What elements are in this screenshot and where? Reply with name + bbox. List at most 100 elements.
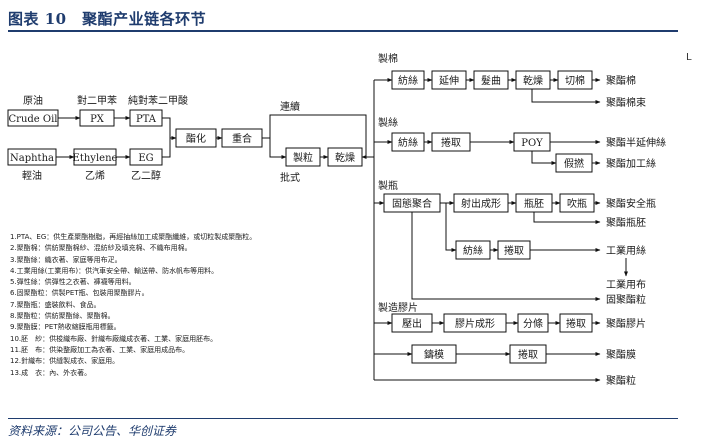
cast-text: 鑄模: [424, 348, 444, 361]
ind-spin-text: 紡絲: [463, 244, 483, 257]
box-crude-oil: [7, 109, 59, 127]
note-item: 7.聚酯瓶：盛裝飲料、食品。: [10, 300, 101, 309]
box-staple-cut: [557, 70, 593, 90]
figure-header: 图表 10 聚酯产业链各环节: [8, 2, 704, 32]
fil-spin-text: 紡絲: [398, 136, 418, 149]
box-ind-wind: [497, 240, 531, 260]
box-preform: [515, 193, 553, 213]
crude-oil-label: 原油: [23, 94, 43, 107]
box-slit: [517, 313, 549, 333]
box-false-twist: [555, 153, 593, 173]
ind-wind-text: 捲取: [504, 244, 524, 257]
poy-text: POY: [521, 138, 543, 149]
box-staple-draw: [431, 70, 467, 90]
false-twist-text: 假撚: [564, 157, 584, 170]
note-item: 13.成 衣：內、外衣著。: [10, 368, 92, 377]
crude-oil-text: Crude Oil: [9, 114, 58, 125]
staple-dry-text: 乾燥: [523, 74, 543, 87]
box-staple-dry: [515, 70, 551, 90]
dry-text: 乾燥: [335, 151, 355, 164]
pta-text: PTA: [136, 114, 157, 125]
note-item: 5.彈性絲：供彈性之衣著、褲襪等用料。: [10, 278, 136, 287]
box-chip: [285, 147, 321, 167]
polymerize-text: 重合: [232, 132, 252, 145]
staple-spin-text: 紡絲: [398, 74, 418, 87]
staple-draw-text: 延伸: [439, 75, 459, 87]
px-label: 對二甲苯: [77, 94, 117, 107]
fil-wind-text: 捲取: [441, 136, 461, 149]
pta-label: 純對苯二甲酸: [128, 94, 188, 107]
bottle-out1: 聚酯安全瓶: [606, 197, 656, 210]
note-item: 10.胚 紗：供梭織布廠、針織布廠織成衣著、工業、家庭用胚布。: [10, 334, 218, 343]
staple-out1: 聚酯棉: [606, 74, 636, 87]
box-staple-spin: [391, 70, 425, 90]
membrane-out: 聚酯膜: [606, 349, 636, 361]
bottle-label: 製瓶: [378, 179, 398, 192]
header-rule: [8, 30, 678, 32]
figure-title: 图表 10 聚酯产业链各环节: [8, 10, 207, 28]
filament-out1: 聚酯半延伸絲: [606, 136, 666, 149]
source-note: 资料来源：公司公告、华创证券: [8, 424, 177, 438]
note-item: 6.固聚酯粒：供製PET瓶、包裝用聚酯膠片。: [10, 289, 149, 298]
box-injection: [453, 193, 509, 213]
naphtha-label: 輕油: [22, 169, 42, 182]
sheet-form-text: 膠片成形: [455, 317, 495, 330]
note-item: 11.胚 布：供染整廠加工為衣著、工業、家庭用成品布。: [10, 345, 190, 354]
staple-cut-text: 切棉: [565, 74, 585, 87]
industrial-out2: 工業用布: [606, 278, 646, 291]
box-poy: [513, 132, 551, 152]
staple-crimp-text: 髮曲: [481, 75, 501, 87]
box-fil-spin: [391, 132, 425, 152]
batch-label: 批式: [280, 171, 300, 184]
box-ethylene: [73, 148, 117, 166]
continuous-label: 連續: [280, 100, 300, 113]
film-label: 製造膠片: [378, 301, 418, 314]
note-item: 12.針織布：供縫製成衣、家庭用。: [10, 357, 120, 366]
box-esterify: [175, 128, 217, 148]
eg-text: EG: [138, 153, 153, 164]
solid-chip-out: 固聚酯粒: [606, 293, 646, 306]
box-staple-crimp: [473, 70, 509, 90]
industrial-out1: 工業用絲: [606, 244, 646, 257]
blow-text: 吹瓶: [567, 197, 587, 210]
px-text: PX: [90, 114, 105, 125]
staple-out2: 聚酯棉束: [606, 96, 646, 109]
ssp-text: 固態聚合: [392, 197, 432, 210]
filament-label: 製絲: [378, 116, 398, 129]
mem-wind-text: 捲取: [518, 348, 538, 361]
side-mark: L: [686, 52, 692, 63]
box-pta: [129, 109, 163, 127]
box-polymerize: [221, 128, 263, 148]
film-out: 聚酯膠片: [606, 317, 646, 330]
filament-out2: 聚酯加工絲: [606, 157, 656, 170]
pellet-out: 聚酯粒: [606, 374, 636, 387]
note-item: 2.聚酯棉：供紡聚酯棉紗、混紡紗及填充棉、不織布用棉。: [10, 244, 192, 253]
box-sheet-form: [443, 313, 507, 333]
staple-label: 製棉: [378, 52, 398, 65]
box-cast: [411, 344, 457, 364]
box-naphtha: [7, 148, 57, 166]
preform-text: 瓶胚: [524, 197, 544, 210]
bottle-out2: 聚酯瓶胚: [606, 216, 646, 229]
box-ind-spin: [455, 240, 491, 260]
box-film-wind: [559, 313, 593, 333]
box-fil-wind: [431, 132, 471, 152]
box-extrude: [391, 313, 433, 333]
notes-list: 1.PTA、EG：供生產聚酯樹脂，再經抽絲加工成聚酯纖維，或切粒製成聚酯粒。 2…: [10, 232, 256, 379]
note-item: 1.PTA、EG：供生產聚酯樹脂，再經抽絲加工成聚酯纖維，或切粒製成聚酯粒。: [10, 233, 257, 241]
box-ssp: [383, 193, 441, 213]
ethylene-text: Ethylene: [73, 153, 118, 164]
box-dry: [327, 147, 363, 167]
injection-text: 射出成形: [461, 197, 501, 210]
box-px: [79, 109, 115, 127]
extrude-text: 壓出: [402, 317, 422, 330]
naphtha-text: Naphtha: [10, 153, 54, 164]
footer-rule: [8, 418, 678, 419]
note-item: 8.聚酯粒：供紡聚酯絲、聚酯棉。: [10, 312, 115, 321]
box-eg: [129, 148, 163, 166]
ethylene-label: 乙烯: [85, 169, 105, 182]
note-item: 3.聚酯絲：織衣著、家庭等用布疋。: [10, 255, 122, 264]
box-mem-wind: [509, 344, 547, 364]
chip-text: 製粒: [293, 151, 313, 164]
